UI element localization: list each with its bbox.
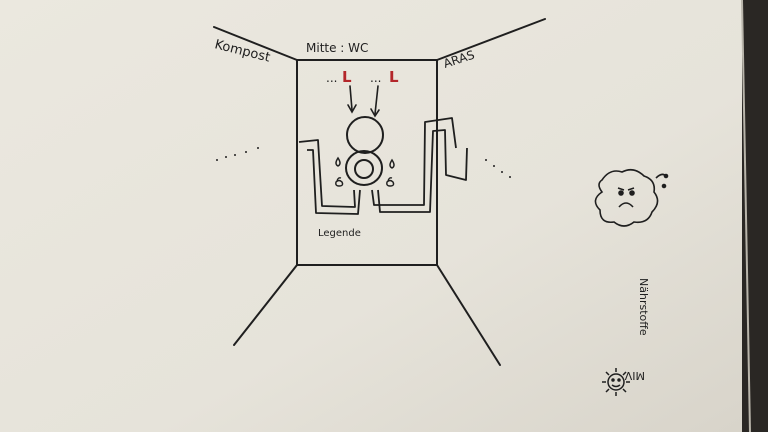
back-wall-frame [296, 59, 438, 266]
room-perspective [213, 18, 546, 366]
dotted-lines [216, 147, 511, 178]
marker-left: ... L [326, 68, 352, 86]
ceiling-edge-left [213, 26, 298, 61]
toilet-icon [345, 116, 384, 186]
sun-icon [602, 368, 630, 396]
marker-left-prefix: ... [326, 71, 337, 85]
paper-sheet [0, 0, 742, 432]
floor-edge-right [436, 264, 501, 366]
sad-germ-icon [594, 168, 669, 227]
label-back-wall: Mitte : WC [306, 41, 368, 55]
marker-arrows [347, 85, 380, 118]
paper-edge [741, 0, 751, 432]
marker-left-letter: L [342, 68, 352, 86]
label-miv-rotated: MIV [624, 369, 645, 382]
waste-icons [335, 177, 395, 187]
marker-right-letter: L [389, 68, 399, 86]
label-nutrients-rotated: Nährstoffe [637, 278, 650, 336]
droplet-icons [335, 156, 395, 169]
marker-right-prefix: ... [370, 71, 381, 85]
pipe-left [298, 139, 361, 215]
ceiling-edge-right [436, 18, 546, 61]
marker-right: ... L [370, 68, 399, 86]
pipe-right [371, 117, 468, 213]
label-legend: Legende [318, 228, 361, 239]
floor-edge-left [233, 264, 298, 346]
